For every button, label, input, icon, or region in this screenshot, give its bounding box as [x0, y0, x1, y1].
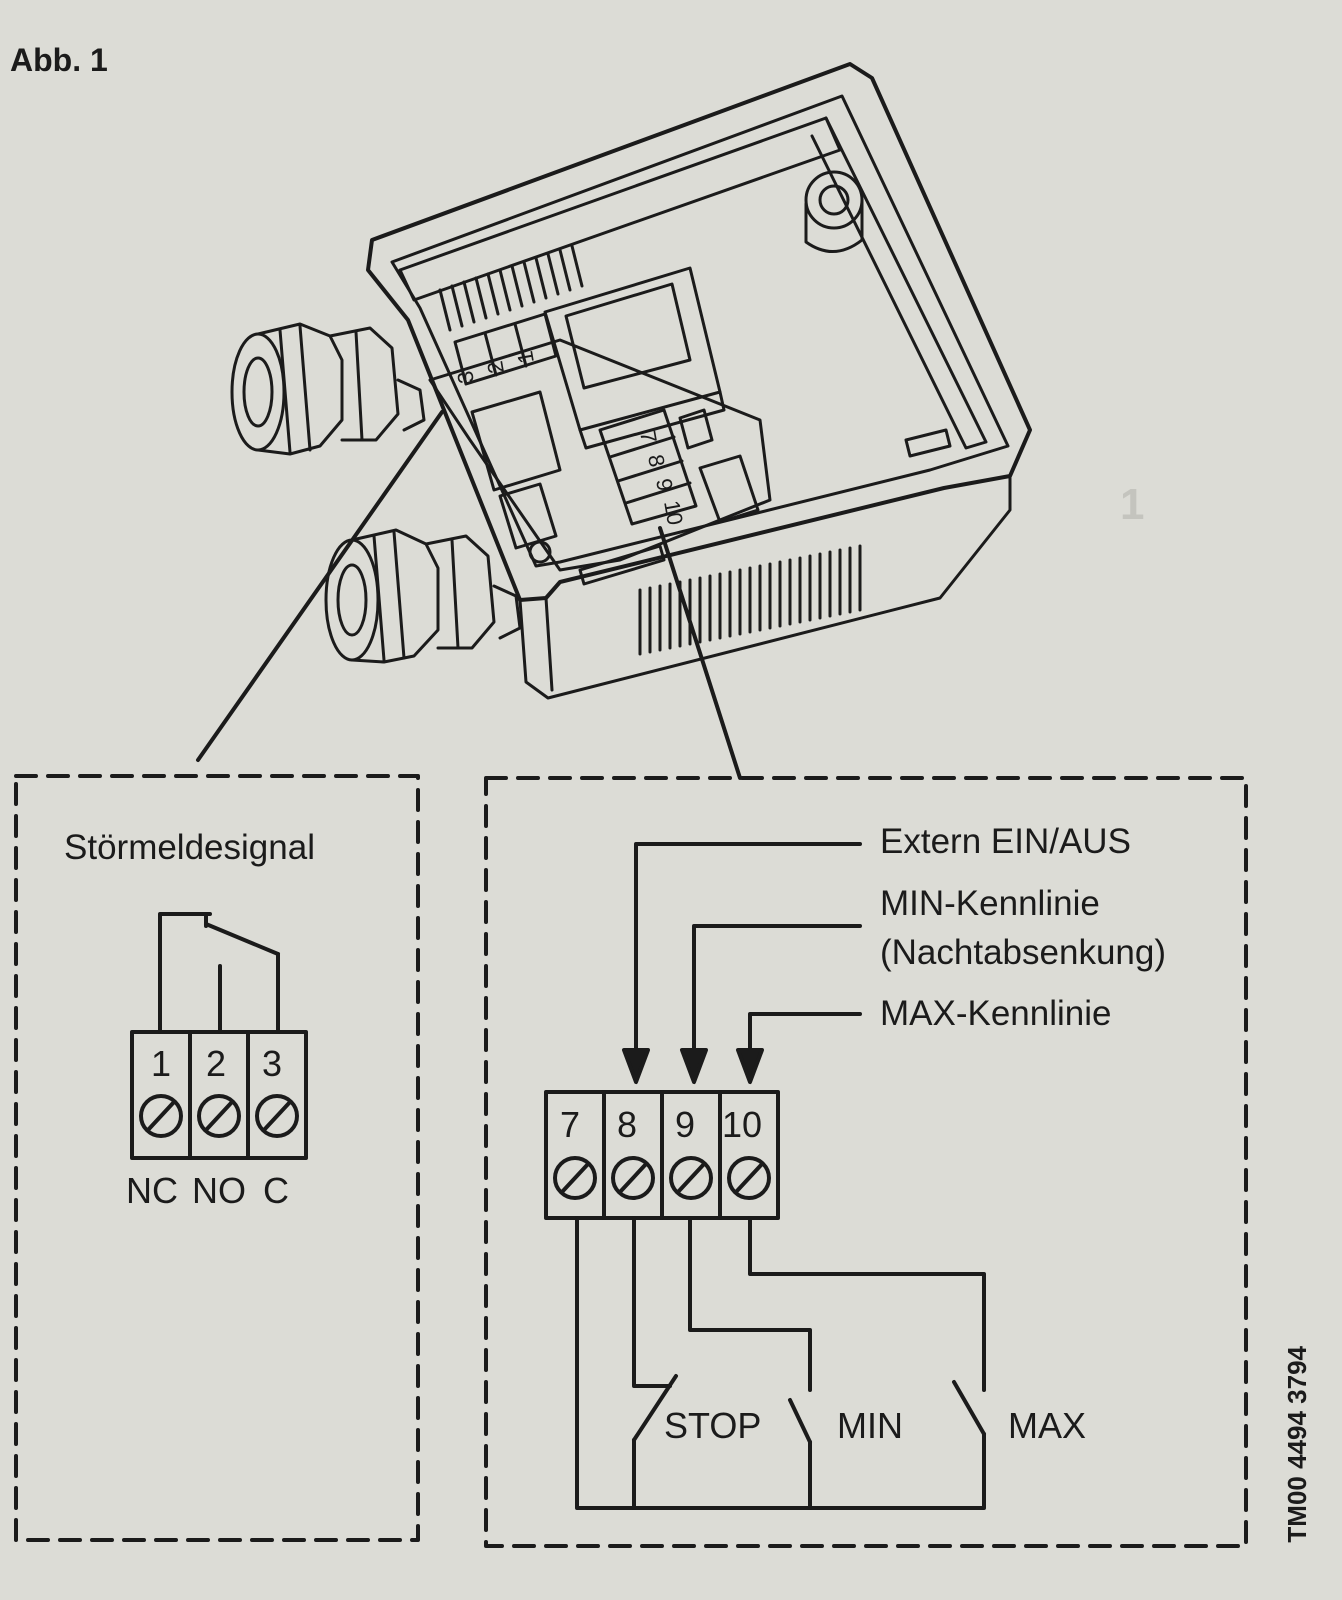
figure-label: Abb. 1: [10, 42, 108, 78]
housing-terminal-numbers: 3 2 1 7 8 9 10: [452, 349, 688, 527]
housing-terminal-3: 3: [452, 369, 479, 385]
fault-signal-schematic: [130, 912, 308, 1160]
housing-terminal-2: 2: [482, 359, 509, 375]
document-code: TM00 4494 3794: [1282, 1346, 1312, 1543]
extern-on-off-label: Extern EIN/AUS: [880, 822, 1131, 861]
terminal-2-label: 2: [206, 1043, 227, 1084]
leader-line-left: [196, 410, 444, 762]
contact-nc-label: NC: [126, 1170, 178, 1211]
min-switch-label: MIN: [837, 1405, 903, 1446]
max-curve-label: MAX-Kennlinie: [880, 994, 1112, 1033]
max-switch-label: MAX: [1008, 1405, 1087, 1446]
cable-gland-upper: [230, 322, 426, 456]
housing-terminal-1: 1: [512, 349, 539, 365]
control-inputs-schematic: [544, 842, 986, 1510]
housing-terminal-8: 8: [643, 453, 670, 469]
stop-switch-label: STOP: [664, 1405, 762, 1446]
contact-no-label: NO: [192, 1170, 246, 1211]
terminal-3-label: 3: [262, 1043, 283, 1084]
circuit-board: [428, 266, 772, 586]
night-setback-label: (Nachtabsenkung): [880, 933, 1166, 972]
terminal-10-label: 10: [722, 1104, 763, 1145]
contact-c-label: C: [263, 1170, 289, 1211]
control-inputs-box: [484, 776, 1248, 1548]
terminal-8-label: 8: [617, 1104, 638, 1145]
fault-signal-box: [14, 774, 420, 1542]
terminal-7-label: 7: [560, 1104, 581, 1145]
housing-terminal-10: 10: [659, 499, 688, 527]
terminal-1-label: 1: [151, 1043, 172, 1084]
min-curve-label: MIN-Kennlinie: [880, 884, 1100, 923]
cable-gland-lower: [324, 528, 522, 664]
junction-box-housing: [366, 62, 1032, 700]
housing-terminal-9: 9: [651, 477, 678, 493]
ghost-heading: 1: [1120, 480, 1145, 529]
leader-line-right: [658, 526, 742, 780]
housing-terminal-7: 7: [635, 429, 662, 445]
terminal-9-label: 9: [675, 1104, 696, 1145]
fault-signal-title: Störmeldesignal: [64, 828, 315, 867]
